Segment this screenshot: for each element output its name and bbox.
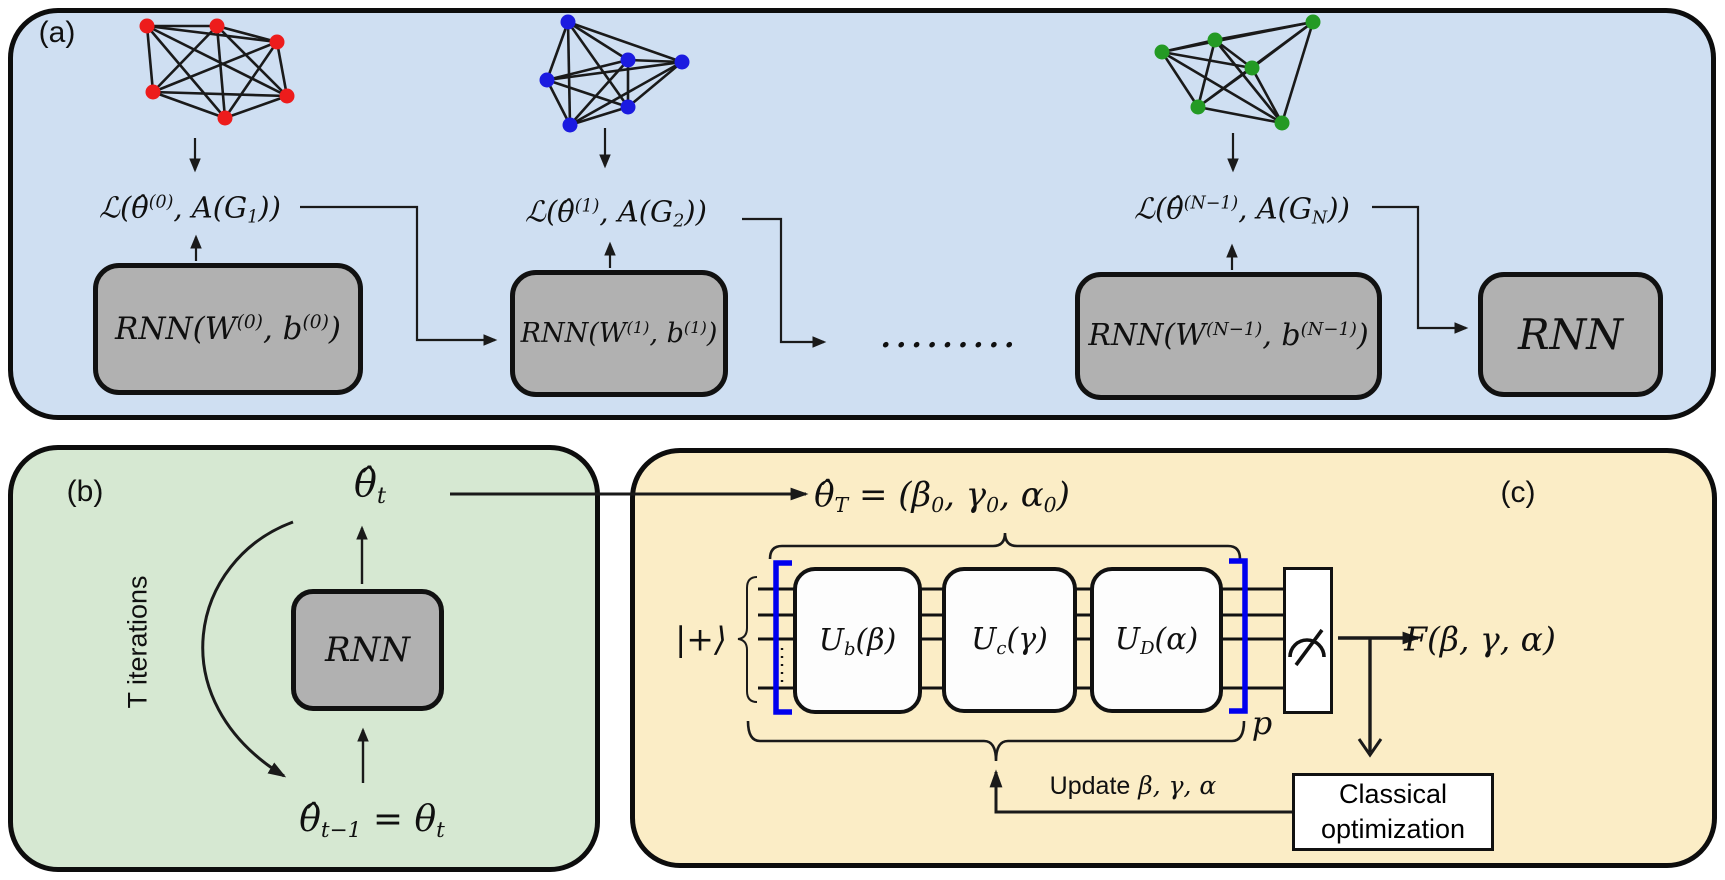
gate-Uc: Uc(γ): [942, 567, 1077, 713]
rnn-box-1: RNN(W(0), b(0)): [93, 263, 363, 395]
classical-line-1: Classical: [1338, 778, 1448, 809]
theta-T-label: θ̂T = (β0, γ0, α0): [814, 475, 1070, 518]
rnn-box-final-label: RNN: [1517, 309, 1624, 359]
gate-Ub-label: Ub(β): [818, 622, 897, 660]
rnn-box-1-label: RNN(W(0), b(0)): [115, 310, 341, 347]
t-iterations-label: T iterations: [122, 575, 153, 709]
gate-UD: UD(α): [1090, 567, 1223, 713]
panel-b-label: (b): [66, 475, 104, 508]
rnn-box-b-label: RNN: [324, 630, 411, 670]
gate-Ub: Ub(β): [793, 567, 922, 714]
rnn-box-b: RNN: [291, 589, 444, 711]
theta-prev-label: θ̂t−1 = θt: [299, 799, 445, 844]
plus-state-label: |+⟩: [675, 619, 727, 659]
rnn-box-3-label: RNN(W(N−1), b(N−1)): [1088, 318, 1369, 353]
classical-optimization-box: Classical optimization: [1292, 773, 1494, 851]
rnn-box-final: RNN: [1478, 272, 1663, 397]
measurement-box: [1283, 567, 1333, 714]
update-label-params: β, γ, α: [1138, 771, 1217, 800]
update-label: Update β, γ, α: [1050, 773, 1217, 799]
classical-line-2: optimization: [1320, 814, 1466, 844]
theta-t-label: θ̂t: [353, 461, 387, 509]
rnn-box-2: RNN(W(1), b(1)): [510, 270, 728, 397]
rnn-box-3: RNN(W(N−1), b(N−1)): [1075, 272, 1382, 400]
F-expectation-label: F(β, γ, α): [1404, 619, 1556, 659]
loss-label-3: ℒ(θ̂(N−1), A(GN)): [1134, 191, 1350, 229]
gate-Uc-label: Uc(γ): [971, 622, 1048, 660]
loss-label-2: ℒ(θ̂(1), A(G2)): [525, 194, 707, 232]
rnn-box-2-label: RNN(W(1), b(1)): [520, 318, 718, 349]
update-label-prefix: Update: [1049, 772, 1131, 800]
continuation-dots: .........: [880, 320, 1020, 355]
panel-c-label: (c): [1500, 476, 1536, 509]
p-depth-label: p: [1251, 704, 1273, 742]
panel-a-label: (a): [38, 16, 76, 49]
loss-label-1: ℒ(θ̂(0), A(G1)): [99, 190, 281, 228]
gate-UD-label: UD(α): [1114, 622, 1199, 660]
